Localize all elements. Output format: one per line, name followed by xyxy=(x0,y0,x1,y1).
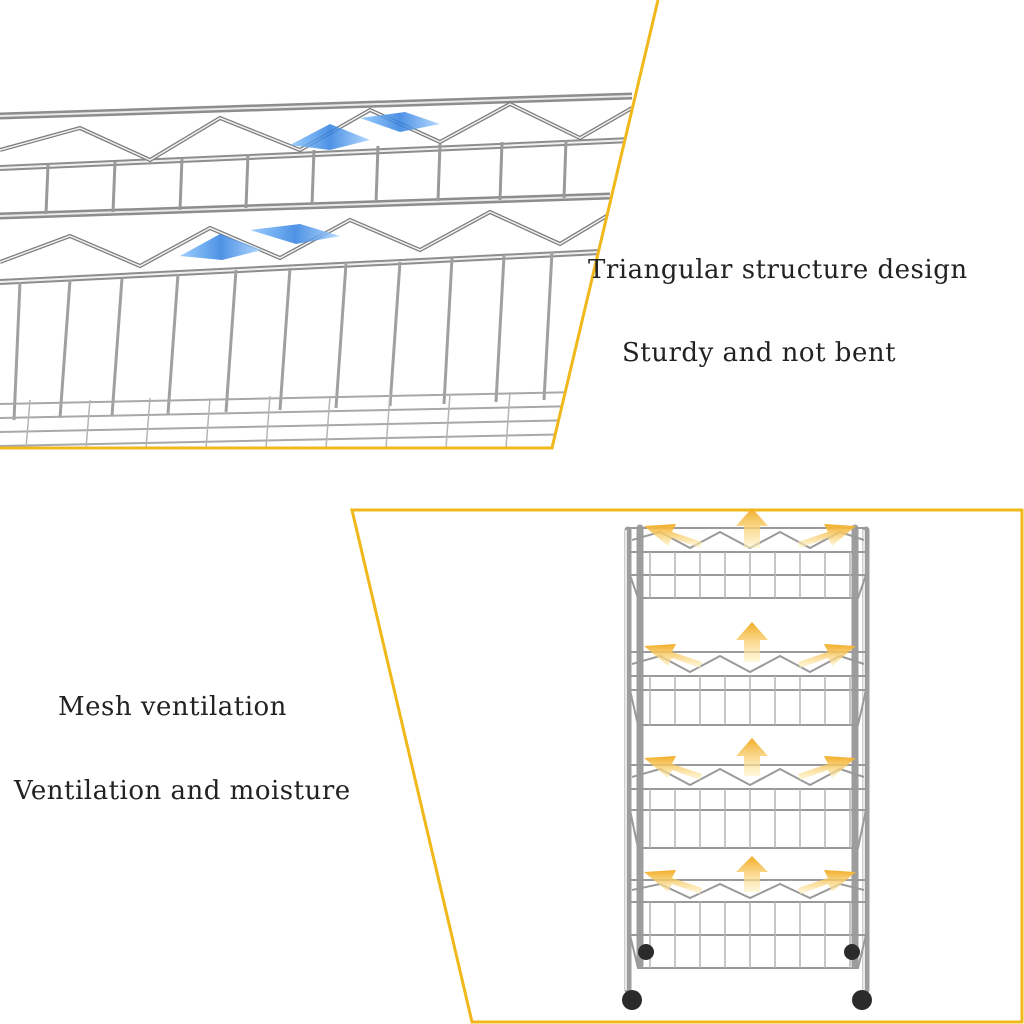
bottom-panel-border xyxy=(350,508,1024,1024)
caption-triangular-structure: Triangular structure design xyxy=(588,255,968,285)
wire-basket-closeup-image xyxy=(0,0,658,448)
caption-mesh-ventilation: Mesh ventilation xyxy=(58,692,287,722)
caption-sturdy: Sturdy and not bent xyxy=(622,338,897,368)
caption-ventilation-moisture: Ventilation and moisture xyxy=(14,776,351,806)
top-panel-border xyxy=(0,0,660,450)
wire-cart-image xyxy=(622,508,872,1010)
